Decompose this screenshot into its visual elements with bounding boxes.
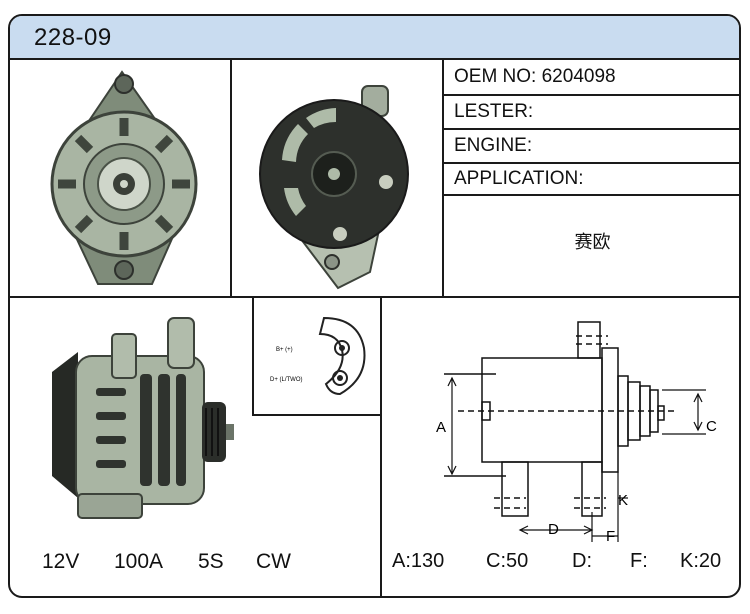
- terminal-b-label: B+ (+): [276, 347, 293, 353]
- divider-photo-info: [442, 60, 444, 296]
- divider-drawing-panel: [380, 296, 382, 596]
- dim-d-label: D: [548, 521, 559, 538]
- divider-front-back: [230, 60, 232, 296]
- application-value: 赛欧: [574, 232, 611, 252]
- spec-amperage: 100A: [114, 550, 164, 573]
- lester-label: LESTER:: [454, 101, 534, 122]
- divider-row: [10, 296, 739, 298]
- engine-row: ENGINE:: [444, 129, 739, 163]
- application-label: APPLICATION:: [454, 168, 584, 189]
- alternator-front-photo: [50, 70, 198, 285]
- divider-connector-box: [252, 414, 382, 416]
- divider-left-panel: [252, 296, 254, 416]
- spec-rotation: CW: [256, 550, 291, 573]
- product-header: 228-09: [10, 16, 739, 60]
- spec-dim-c: C:50: [486, 550, 529, 572]
- spec-pulley: 5S: [198, 550, 224, 573]
- product-card: 228-09 OEM NO: 6204098 LESTER: ENGINE: A…: [8, 14, 741, 598]
- dim-a-label: A: [436, 419, 446, 436]
- alternator-back-photo: [259, 85, 409, 290]
- application-row: APPLICATION:: [444, 162, 739, 196]
- oem-number: OEM NO: 6204098: [454, 66, 616, 87]
- spec-dim-f: F:: [630, 550, 648, 572]
- info-line-4: [442, 194, 739, 196]
- terminal-d-label: D+ (L/TWO): [270, 377, 303, 383]
- info-line-3: [442, 162, 739, 164]
- info-line-2: [442, 128, 739, 130]
- alternator-side-photo: [52, 317, 234, 519]
- spec-dim-k: K:20: [680, 550, 722, 572]
- product-code: 228-09: [34, 24, 112, 51]
- lester-row: LESTER:: [444, 95, 739, 129]
- oem-row: OEM NO: 6204098: [444, 60, 739, 94]
- info-line-1: [442, 94, 739, 96]
- spec-dim-a: A:130: [392, 550, 445, 572]
- spec-dim-d: D:: [572, 550, 592, 572]
- dim-f-label: F: [606, 528, 615, 545]
- connector-diagram: B+ (+) D+ (L/TWO): [270, 316, 366, 396]
- dimension-drawing: A C D F K: [436, 321, 717, 545]
- dim-c-label: C: [706, 418, 717, 435]
- engine-label: ENGINE:: [454, 135, 533, 156]
- spec-voltage: 12V: [42, 550, 80, 573]
- dim-k-label: K: [618, 492, 628, 509]
